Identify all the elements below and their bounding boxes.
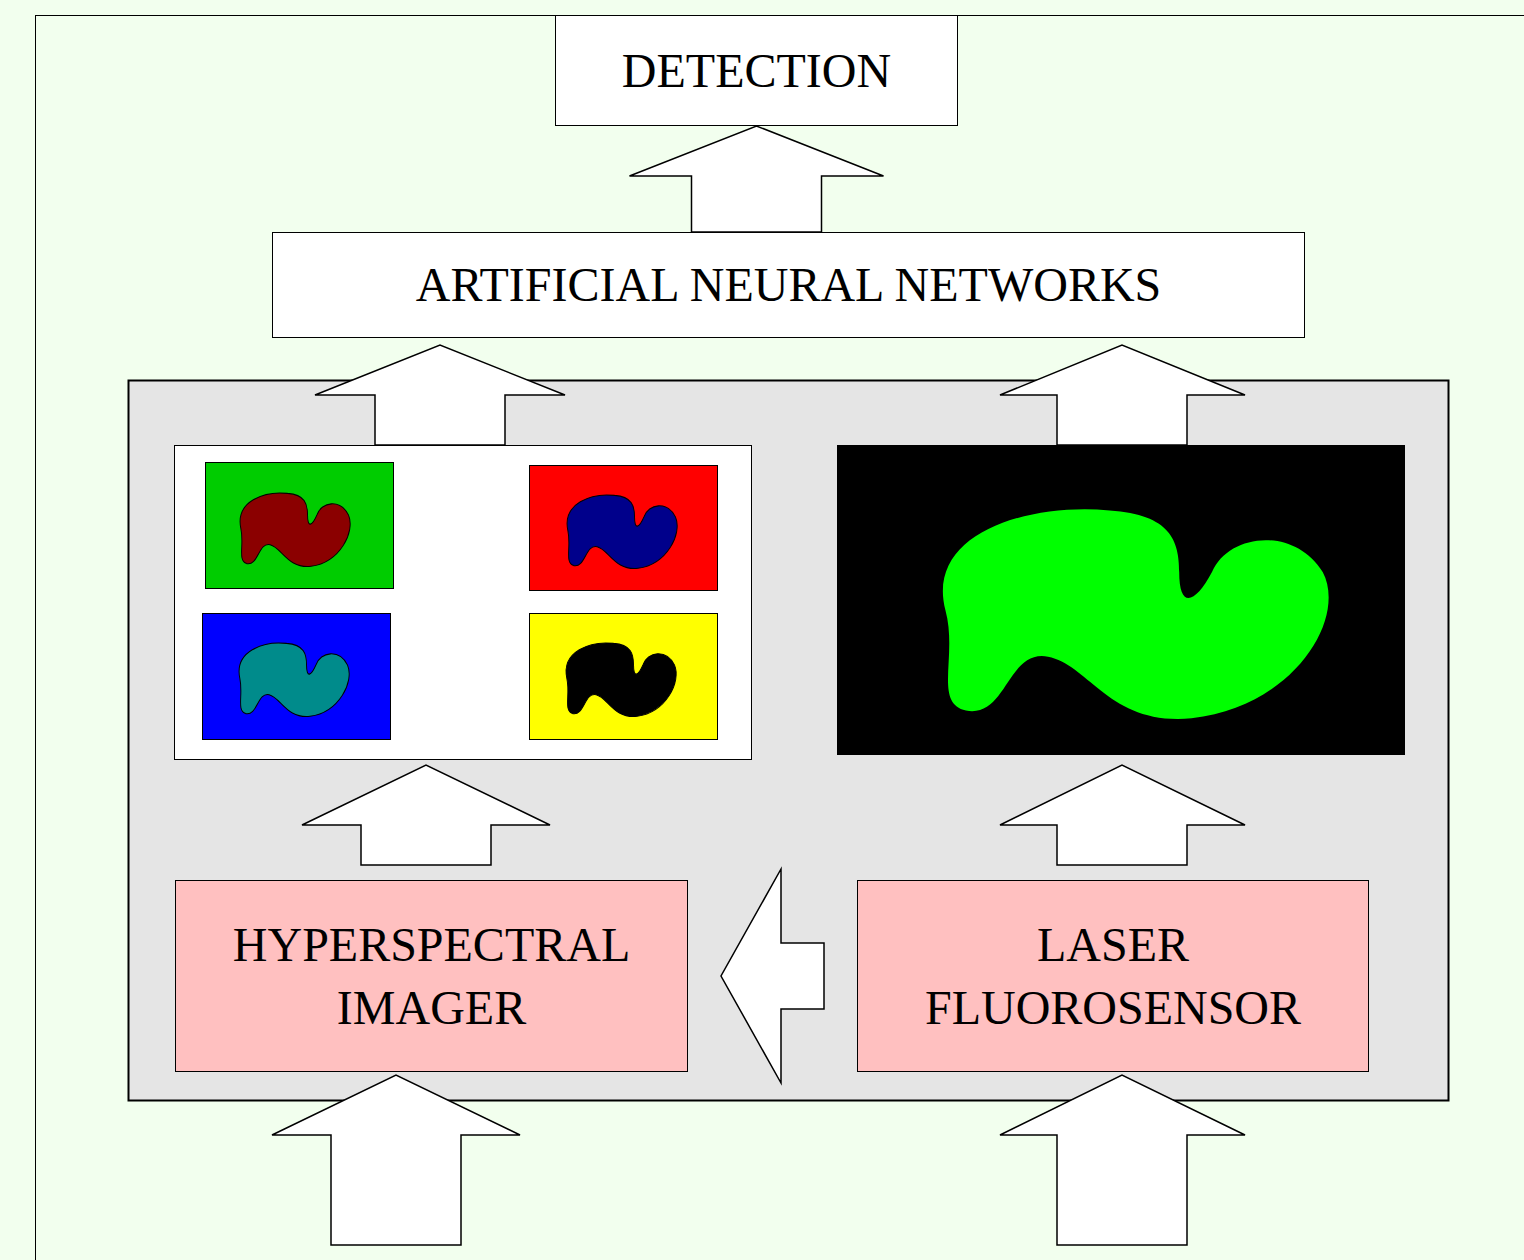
process-box: ARTIFICIAL NEURAL NETWORKS — [272, 232, 1305, 338]
block-arrow — [1000, 345, 1245, 445]
target-blob — [240, 493, 350, 567]
page-frame — [36, 16, 1524, 1260]
fluorescence-blob — [943, 509, 1329, 719]
block-arrow — [315, 345, 565, 445]
sensor-panel — [129, 381, 1449, 1101]
block-arrow — [302, 765, 550, 865]
box-label: DETECTION — [622, 39, 891, 102]
sensor-box: HYPERSPECTRAL IMAGER — [175, 880, 688, 1072]
target-blob — [567, 495, 677, 569]
band-image — [203, 614, 391, 740]
target-blob — [566, 643, 676, 717]
band-images-panel — [175, 446, 752, 760]
band-image — [530, 614, 718, 740]
box-label: ARTIFICIAL NEURAL NETWORKS — [416, 253, 1162, 316]
sensor-box: LASER FLUOROSENSOR — [857, 880, 1369, 1072]
block-arrow — [630, 126, 884, 232]
block-arrow — [1000, 765, 1245, 865]
band-image — [530, 466, 718, 591]
fluorescence-image — [837, 445, 1405, 755]
target-blob — [239, 643, 349, 717]
box-label: LASER FLUOROSENSOR — [858, 913, 1368, 1040]
box-label: HYPERSPECTRAL IMAGER — [176, 913, 687, 1040]
block-arrow — [1000, 1075, 1245, 1245]
block-arrow — [721, 869, 824, 1083]
output-box: DETECTION — [555, 15, 958, 126]
band-image — [206, 463, 394, 589]
block-arrow — [272, 1075, 520, 1245]
